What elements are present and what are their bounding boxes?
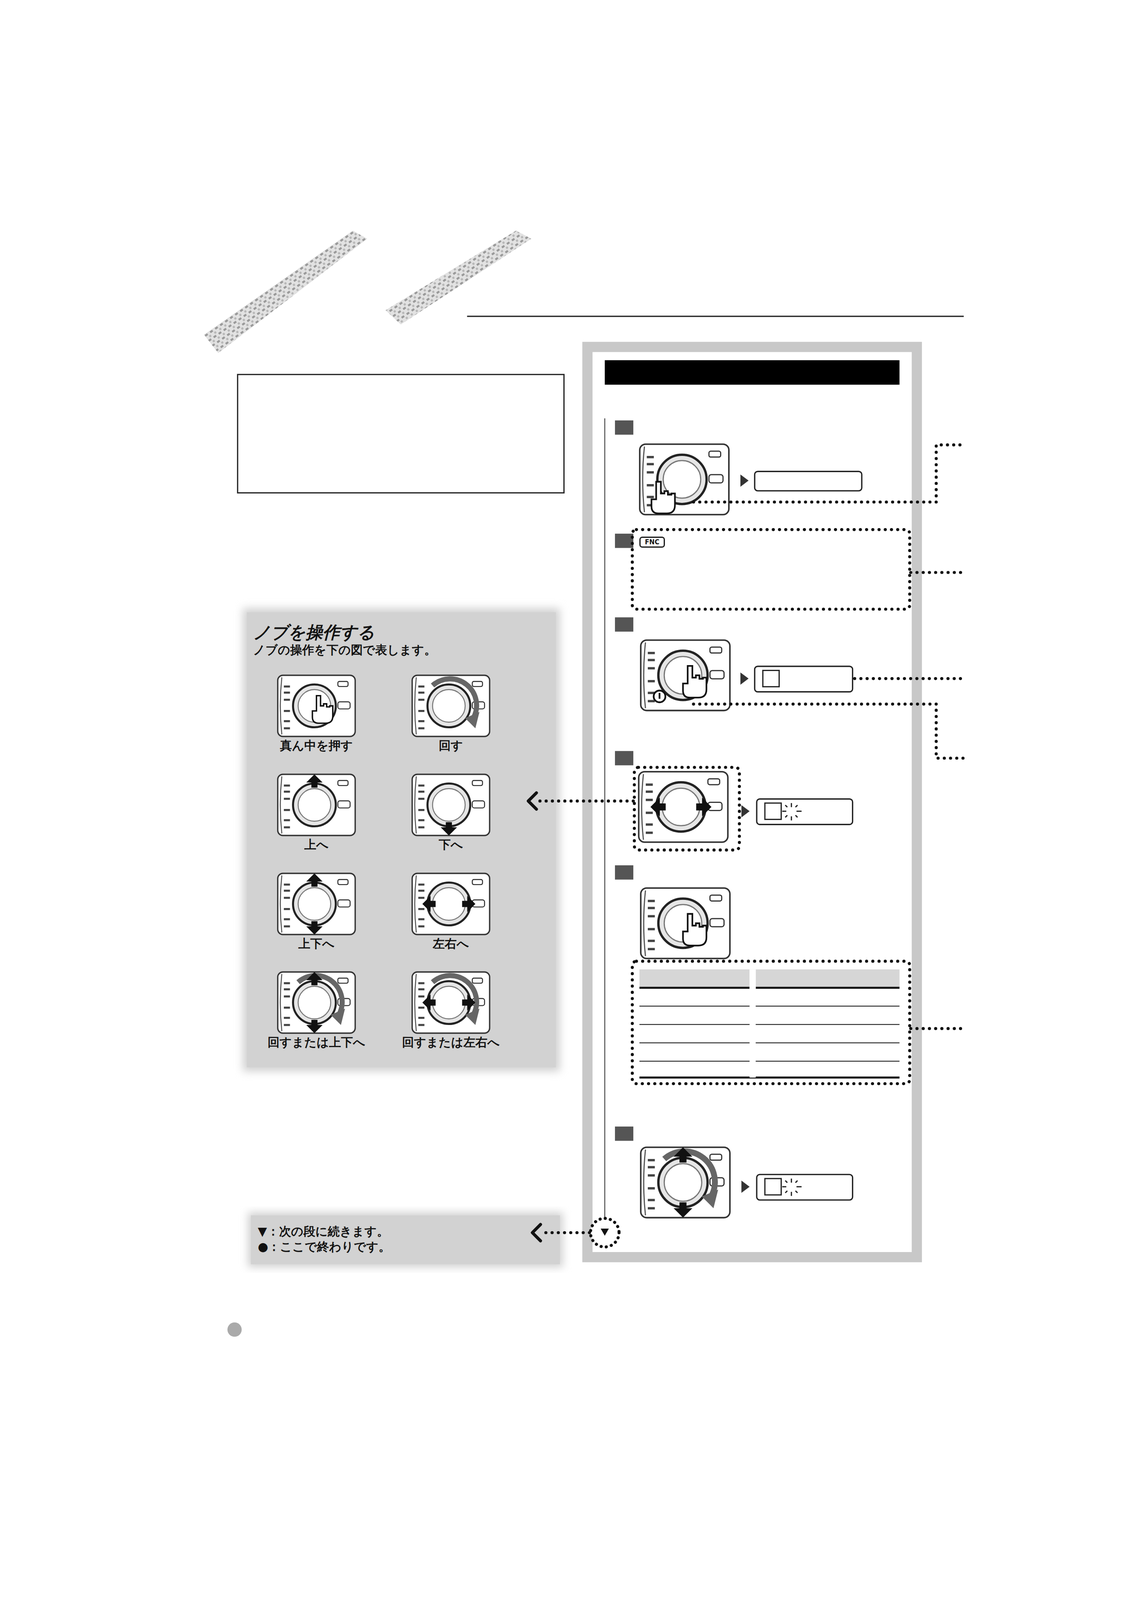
knob-operation-tile: 回すまたは左右へ bbox=[397, 969, 505, 1054]
step-illustration bbox=[640, 639, 730, 711]
step-illustration bbox=[640, 1146, 730, 1218]
display-box bbox=[741, 1174, 853, 1200]
knob-operation-tile: 回す bbox=[397, 673, 505, 757]
knob-illustration bbox=[275, 969, 358, 1035]
operation-caption: 上へ bbox=[262, 837, 371, 852]
dotted-leader bbox=[538, 444, 964, 1233]
legend-line: ●：ここで終わりです。 bbox=[257, 1238, 566, 1255]
operation-caption: 回すまたは左右へ bbox=[397, 1034, 505, 1050]
flow-line bbox=[604, 418, 606, 1221]
knob-illustration bbox=[275, 772, 358, 838]
knob-operation-tile: 真ん中を押す bbox=[262, 673, 371, 757]
step-illustration bbox=[638, 771, 729, 843]
step-illustration bbox=[640, 887, 730, 959]
page-dot bbox=[227, 1322, 242, 1337]
knob-illustration bbox=[275, 871, 358, 937]
tyre-track-decoration bbox=[204, 230, 532, 353]
dotted-callout-box bbox=[632, 961, 910, 1084]
dotted-arrowhead bbox=[528, 792, 541, 1241]
step-illustration bbox=[639, 444, 729, 515]
settings-table bbox=[639, 969, 900, 1078]
knob-operation-tile: 上下へ bbox=[262, 871, 371, 955]
knob-operation-tile: 下へ bbox=[397, 772, 505, 856]
knob-operation-tile: 回すまたは上下へ bbox=[262, 969, 371, 1054]
operation-caption: 上下へ bbox=[262, 936, 371, 951]
knob-illustration bbox=[410, 673, 492, 739]
operation-caption: 回すまたは上下へ bbox=[262, 1034, 371, 1050]
knob-guide-panel: ノブを操作するノブの操作を下の図で表します。真ん中を押す 回す上へ 下へ上下へ 左右へ… bbox=[239, 604, 563, 1074]
knob-operation-tile: 上へ bbox=[262, 772, 371, 856]
procedure-frame bbox=[587, 346, 917, 1257]
display-box bbox=[740, 666, 853, 692]
knob-operation-tile: 左右へ bbox=[397, 871, 505, 955]
operation-caption: 下へ bbox=[397, 837, 505, 852]
note-box bbox=[237, 374, 565, 493]
operation-caption: 真ん中を押す bbox=[262, 738, 371, 753]
knob-illustration bbox=[410, 969, 492, 1035]
dotted-callout-box bbox=[632, 529, 910, 610]
knob-illustration bbox=[410, 871, 492, 937]
knob-illustration bbox=[410, 772, 492, 838]
knob-illustration bbox=[275, 673, 358, 739]
display-box bbox=[741, 798, 853, 825]
display-box bbox=[740, 471, 862, 491]
dotted-callout-box bbox=[634, 767, 740, 851]
operation-caption: 回す bbox=[397, 738, 505, 753]
legend-line: ▼：次の段に続きます。 bbox=[257, 1223, 566, 1239]
continue-marker-circle bbox=[590, 1218, 620, 1247]
panel-description: ノブの操作を下の図で表します。 bbox=[253, 642, 563, 658]
header-rule bbox=[466, 315, 964, 318]
fnc-button-icon: FNC bbox=[639, 536, 665, 548]
knob-panel-ground bbox=[242, 608, 560, 1072]
legend-box: ▼：次の段に続きます。●：ここで終わりです。 bbox=[244, 1208, 566, 1270]
operation-caption: 左右へ bbox=[397, 936, 505, 951]
panel-heading: ノブを操作する bbox=[253, 621, 563, 643]
step-markers bbox=[615, 420, 634, 1141]
